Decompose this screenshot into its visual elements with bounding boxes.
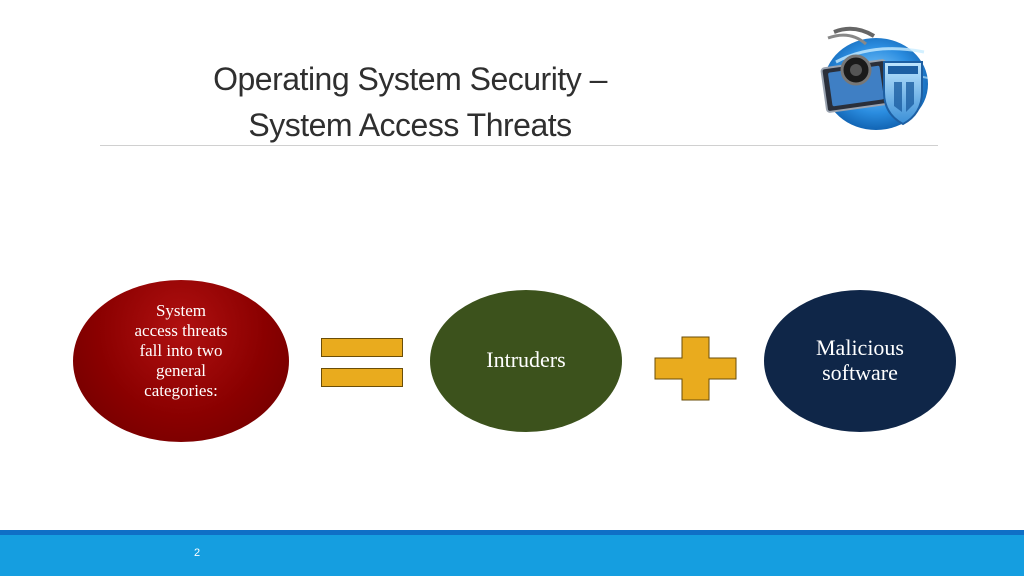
slide-title: Operating System Security – System Acces… (150, 56, 670, 148)
plus-icon (654, 336, 737, 401)
page-number: 2 (194, 547, 201, 559)
title-line-2: System Access Threats (248, 107, 572, 143)
system-access-threats-ellipse: System access threats fall into two gene… (73, 280, 289, 442)
system-access-threats-text: System access threats fall into two gene… (134, 301, 228, 400)
intruders-ellipse: Intruders (430, 290, 622, 432)
intruders-text: Intruders (486, 347, 566, 372)
security-shield-icon (820, 26, 929, 130)
malicious-software-text: Malicious software (816, 335, 904, 385)
malicious-software-ellipse: Malicious software (764, 290, 956, 432)
title-divider (100, 145, 938, 146)
footer-band (0, 530, 1024, 576)
footer-accent-line (0, 530, 1024, 535)
footer-background (0, 535, 1024, 576)
title-line-1: Operating System Security – (213, 61, 607, 97)
equals-bar-top (321, 338, 403, 357)
equals-bar-bottom (321, 368, 403, 387)
